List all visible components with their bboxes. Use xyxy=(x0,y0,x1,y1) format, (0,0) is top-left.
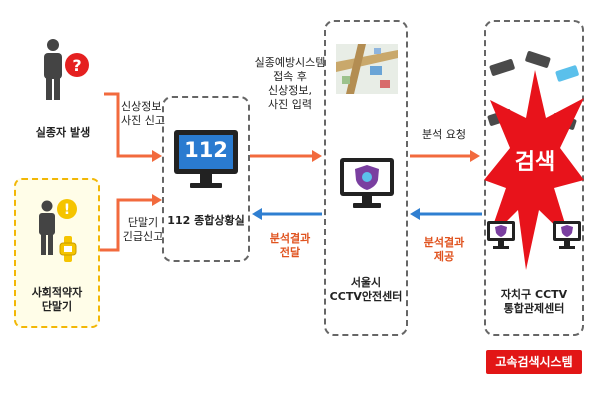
city-map-icon xyxy=(336,44,398,94)
district-center-label: 자치구 CCTV 통합관제센터 xyxy=(500,288,568,315)
flow-label-report: 신상정보, 사진 신고 xyxy=(121,100,165,127)
monitor-number: 112 xyxy=(184,138,228,162)
svg-text:?: ? xyxy=(72,56,81,75)
exclamation-alert-icon: ! xyxy=(57,199,77,219)
missing-person-label: 실종자 발생 xyxy=(35,126,91,139)
search-burst-text: 검색 xyxy=(514,150,556,175)
wearable-terminal-icon xyxy=(59,236,77,262)
person-icon xyxy=(44,39,62,100)
district-center-box xyxy=(484,20,584,336)
situation-room-label: 112 종합상황실 xyxy=(167,214,245,227)
fast-search-system-badge: 고속검색시스템 xyxy=(486,350,582,374)
seoul-center-label: 서울시 CCTV안전센터 xyxy=(329,276,403,303)
vulnerable-person-box xyxy=(14,178,100,328)
missing-person-group: ? xyxy=(18,30,108,150)
vulnerable-person-label: 사회적약자 단말기 xyxy=(31,286,83,313)
monitor-icon xyxy=(174,130,238,188)
flow-label-emergency: 단말기 긴급신고 xyxy=(122,216,164,243)
seoul-center-box xyxy=(324,20,408,336)
person-icon xyxy=(39,200,55,255)
flow-label-request: 분석 요청 xyxy=(422,128,466,141)
shield-monitor-icon xyxy=(340,158,394,208)
district-monitor-icon xyxy=(553,221,581,249)
svg-text:!: ! xyxy=(64,202,70,218)
red-burst-shape xyxy=(484,70,584,270)
flow-label-result-provide: 분석결과 제공 xyxy=(423,236,465,263)
question-alert-icon: ? xyxy=(65,53,89,77)
flow-label-system-access: 실종예방시스템 접속 후 신상정보, 사진 입력 xyxy=(254,56,326,111)
situation-room-box xyxy=(162,96,250,262)
district-monitor-icon xyxy=(487,221,515,249)
flow-label-result-deliver: 분석결과 전달 xyxy=(269,232,311,259)
